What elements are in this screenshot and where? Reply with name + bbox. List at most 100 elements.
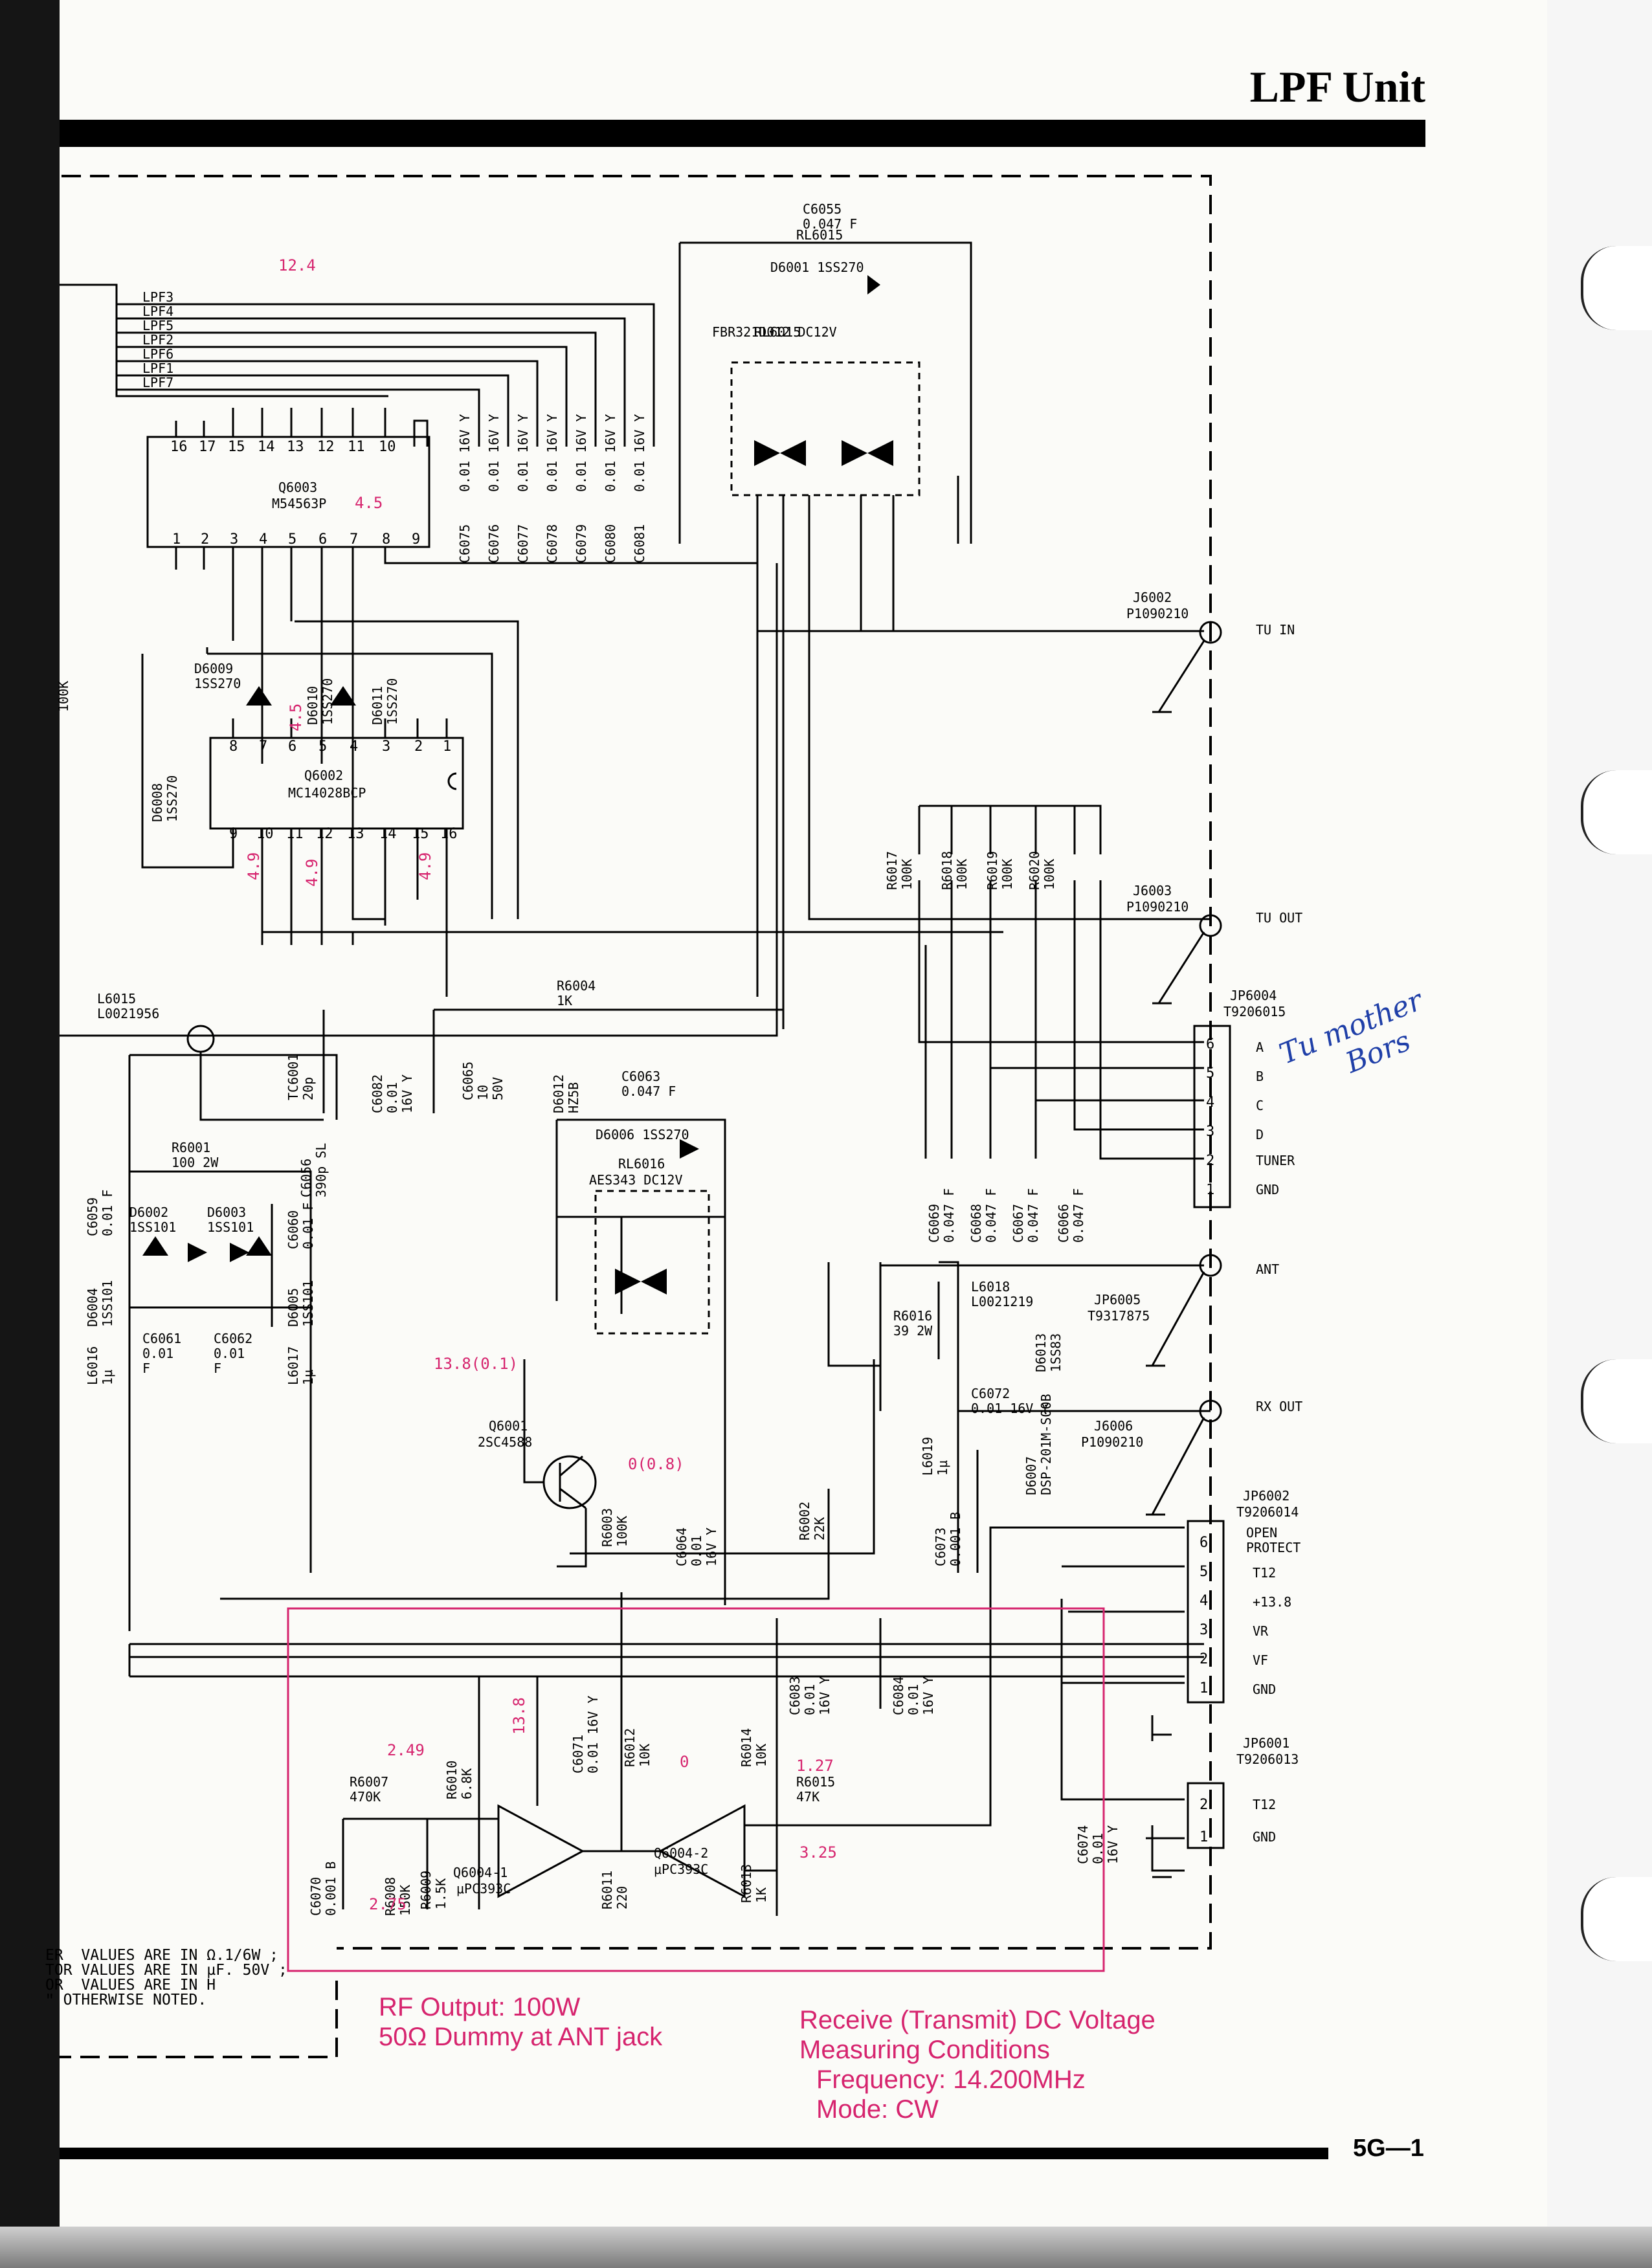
connector-label: TU OUT: [1256, 910, 1302, 926]
cap-label: C6080: [603, 524, 618, 563]
cap-label: C6079: [574, 524, 589, 563]
inductor-label: L60191µ: [920, 1437, 950, 1476]
svg-text:5: 5: [288, 531, 296, 548]
svg-text:1: 1: [1206, 1182, 1214, 1198]
voltage-value: 2.49: [387, 1741, 425, 1759]
binder-hole: [1581, 1877, 1652, 1961]
svg-text:4: 4: [1206, 1095, 1214, 1111]
voltage-value: 1.27: [796, 1757, 834, 1775]
cap-label: C60590.01 F: [85, 1190, 115, 1236]
footer-rule: [60, 2148, 1328, 2159]
title-rule: [60, 120, 1425, 147]
resistor-label: R601410K: [739, 1728, 769, 1767]
pin-label: A: [1256, 1040, 1264, 1055]
ic-part: μPC393C: [456, 1881, 511, 1896]
cap-label: C60830.0116V Y: [787, 1676, 832, 1715]
ic-part: MC14028BCP: [288, 785, 366, 801]
ic-ref: Q6002: [304, 768, 343, 783]
cap-label: C60710.01 16V Y: [570, 1696, 601, 1773]
cap-value: 0.01 16V Y: [486, 414, 502, 492]
component-value-notes: ER VALUES ARE IN Ω.1/6W ; TOR VALUES ARE…: [45, 1947, 287, 2008]
diode-label: D60131SS83: [1033, 1333, 1064, 1372]
connector-part: T9206015: [1223, 1004, 1286, 1019]
connector-ref: JP6002: [1243, 1488, 1289, 1504]
resistor-label: 100K: [56, 681, 71, 712]
pin-label: D: [1256, 1127, 1264, 1142]
ic-ref: Q6003: [278, 480, 317, 495]
cap-value: 0.01 16V Y: [632, 414, 647, 492]
diode-label: D60111SS270: [370, 678, 400, 725]
binder-margin: [1547, 0, 1652, 2227]
svg-text:6: 6: [1200, 1535, 1208, 1551]
cap-label: C6056390p SL: [298, 1143, 329, 1197]
pin-label: GND: [1256, 1182, 1279, 1197]
resistor-label: R6019100K: [985, 851, 1015, 890]
svg-text:4: 4: [1200, 1593, 1208, 1609]
resistor-label: R600222K: [797, 1502, 827, 1540]
svg-text:13: 13: [347, 826, 364, 842]
diode-label: D60041SS101: [85, 1280, 115, 1327]
voltage-value: 13.8(0.1): [434, 1355, 518, 1373]
svg-text:11: 11: [286, 826, 304, 842]
component-labels: LPF3 LPF4 LPF5 LPF2 LPF6 LPF1 LPF7 Q6003…: [97, 201, 1302, 1896]
cap-label: C60680.047 F: [968, 1188, 999, 1243]
svg-text:4: 4: [259, 531, 267, 548]
relay-ref: RL6015: [796, 227, 843, 243]
svg-text:13: 13: [287, 439, 304, 455]
pin-label: B: [1256, 1069, 1264, 1084]
cap-label: C60700.001 B: [308, 1862, 339, 1916]
svg-text:12: 12: [317, 439, 335, 455]
voltage-annotations: 12.4 4.5 4.5 4.9 4.9 4.9 13.8(0.1) 0(0.8…: [245, 256, 837, 1913]
resistor-label: R6011220: [599, 1871, 630, 1909]
voltage-value: 13.8: [510, 1697, 528, 1735]
svg-text:2: 2: [1206, 1153, 1214, 1169]
pin-label: T12: [1253, 1565, 1276, 1581]
conditions-heading: Receive (Transmit) DC Voltage: [799, 2006, 1155, 2034]
voltage-value: 2.75: [369, 1895, 407, 1913]
resistor-label: R60131K: [739, 1864, 769, 1903]
transistor-ref: Q6001: [489, 1418, 528, 1434]
connector-label: RX OUT: [1256, 1399, 1302, 1414]
pin-label: GND: [1253, 1682, 1276, 1697]
ic-part: μPC393C: [654, 1862, 708, 1877]
resistor-label: R601210K: [622, 1728, 653, 1767]
cap-value: 0.01 16V Y: [603, 414, 618, 492]
cap-label: C60670.047 F: [1010, 1188, 1041, 1243]
relay-ref: RL6015: [754, 324, 801, 340]
svg-text:3: 3: [230, 531, 238, 548]
diode-symbols: [142, 275, 893, 1295]
cap-label: C60651050V: [460, 1062, 506, 1100]
svg-text:10: 10: [256, 826, 274, 842]
connector-ref: JP6005: [1094, 1292, 1141, 1307]
svg-text:3: 3: [1200, 1622, 1208, 1638]
resistor-label: R6017100K: [884, 851, 915, 890]
connector-part: T9317875: [1088, 1308, 1150, 1324]
voltage-value: 0: [680, 1753, 689, 1771]
svg-text:7: 7: [259, 739, 267, 755]
dummy-load: 50Ω Dummy at ANT jack: [379, 2023, 663, 2051]
relay-part: AES343 DC12V: [589, 1172, 683, 1188]
cap-label: C6076: [486, 524, 502, 563]
svg-text:5: 5: [1206, 1065, 1214, 1082]
svg-text:2: 2: [1200, 1651, 1208, 1667]
pin-label: VF: [1253, 1652, 1268, 1668]
ic-ref: Q6004-1: [453, 1865, 508, 1880]
lpf-bus-label: LPF5: [142, 318, 173, 333]
svg-text:9: 9: [412, 531, 420, 548]
rf-output: RF Output: 100W: [379, 1993, 581, 2021]
svg-text:15: 15: [412, 826, 429, 842]
voltage-value: 4.9: [245, 852, 263, 880]
relay-ref: RL6016: [618, 1156, 665, 1172]
connector-ref: JP6001: [1243, 1735, 1289, 1751]
resistor-label: R6003100K: [599, 1508, 630, 1547]
svg-text:10: 10: [379, 439, 396, 455]
svg-text:6: 6: [288, 739, 296, 755]
pin-label: T12: [1253, 1797, 1276, 1812]
